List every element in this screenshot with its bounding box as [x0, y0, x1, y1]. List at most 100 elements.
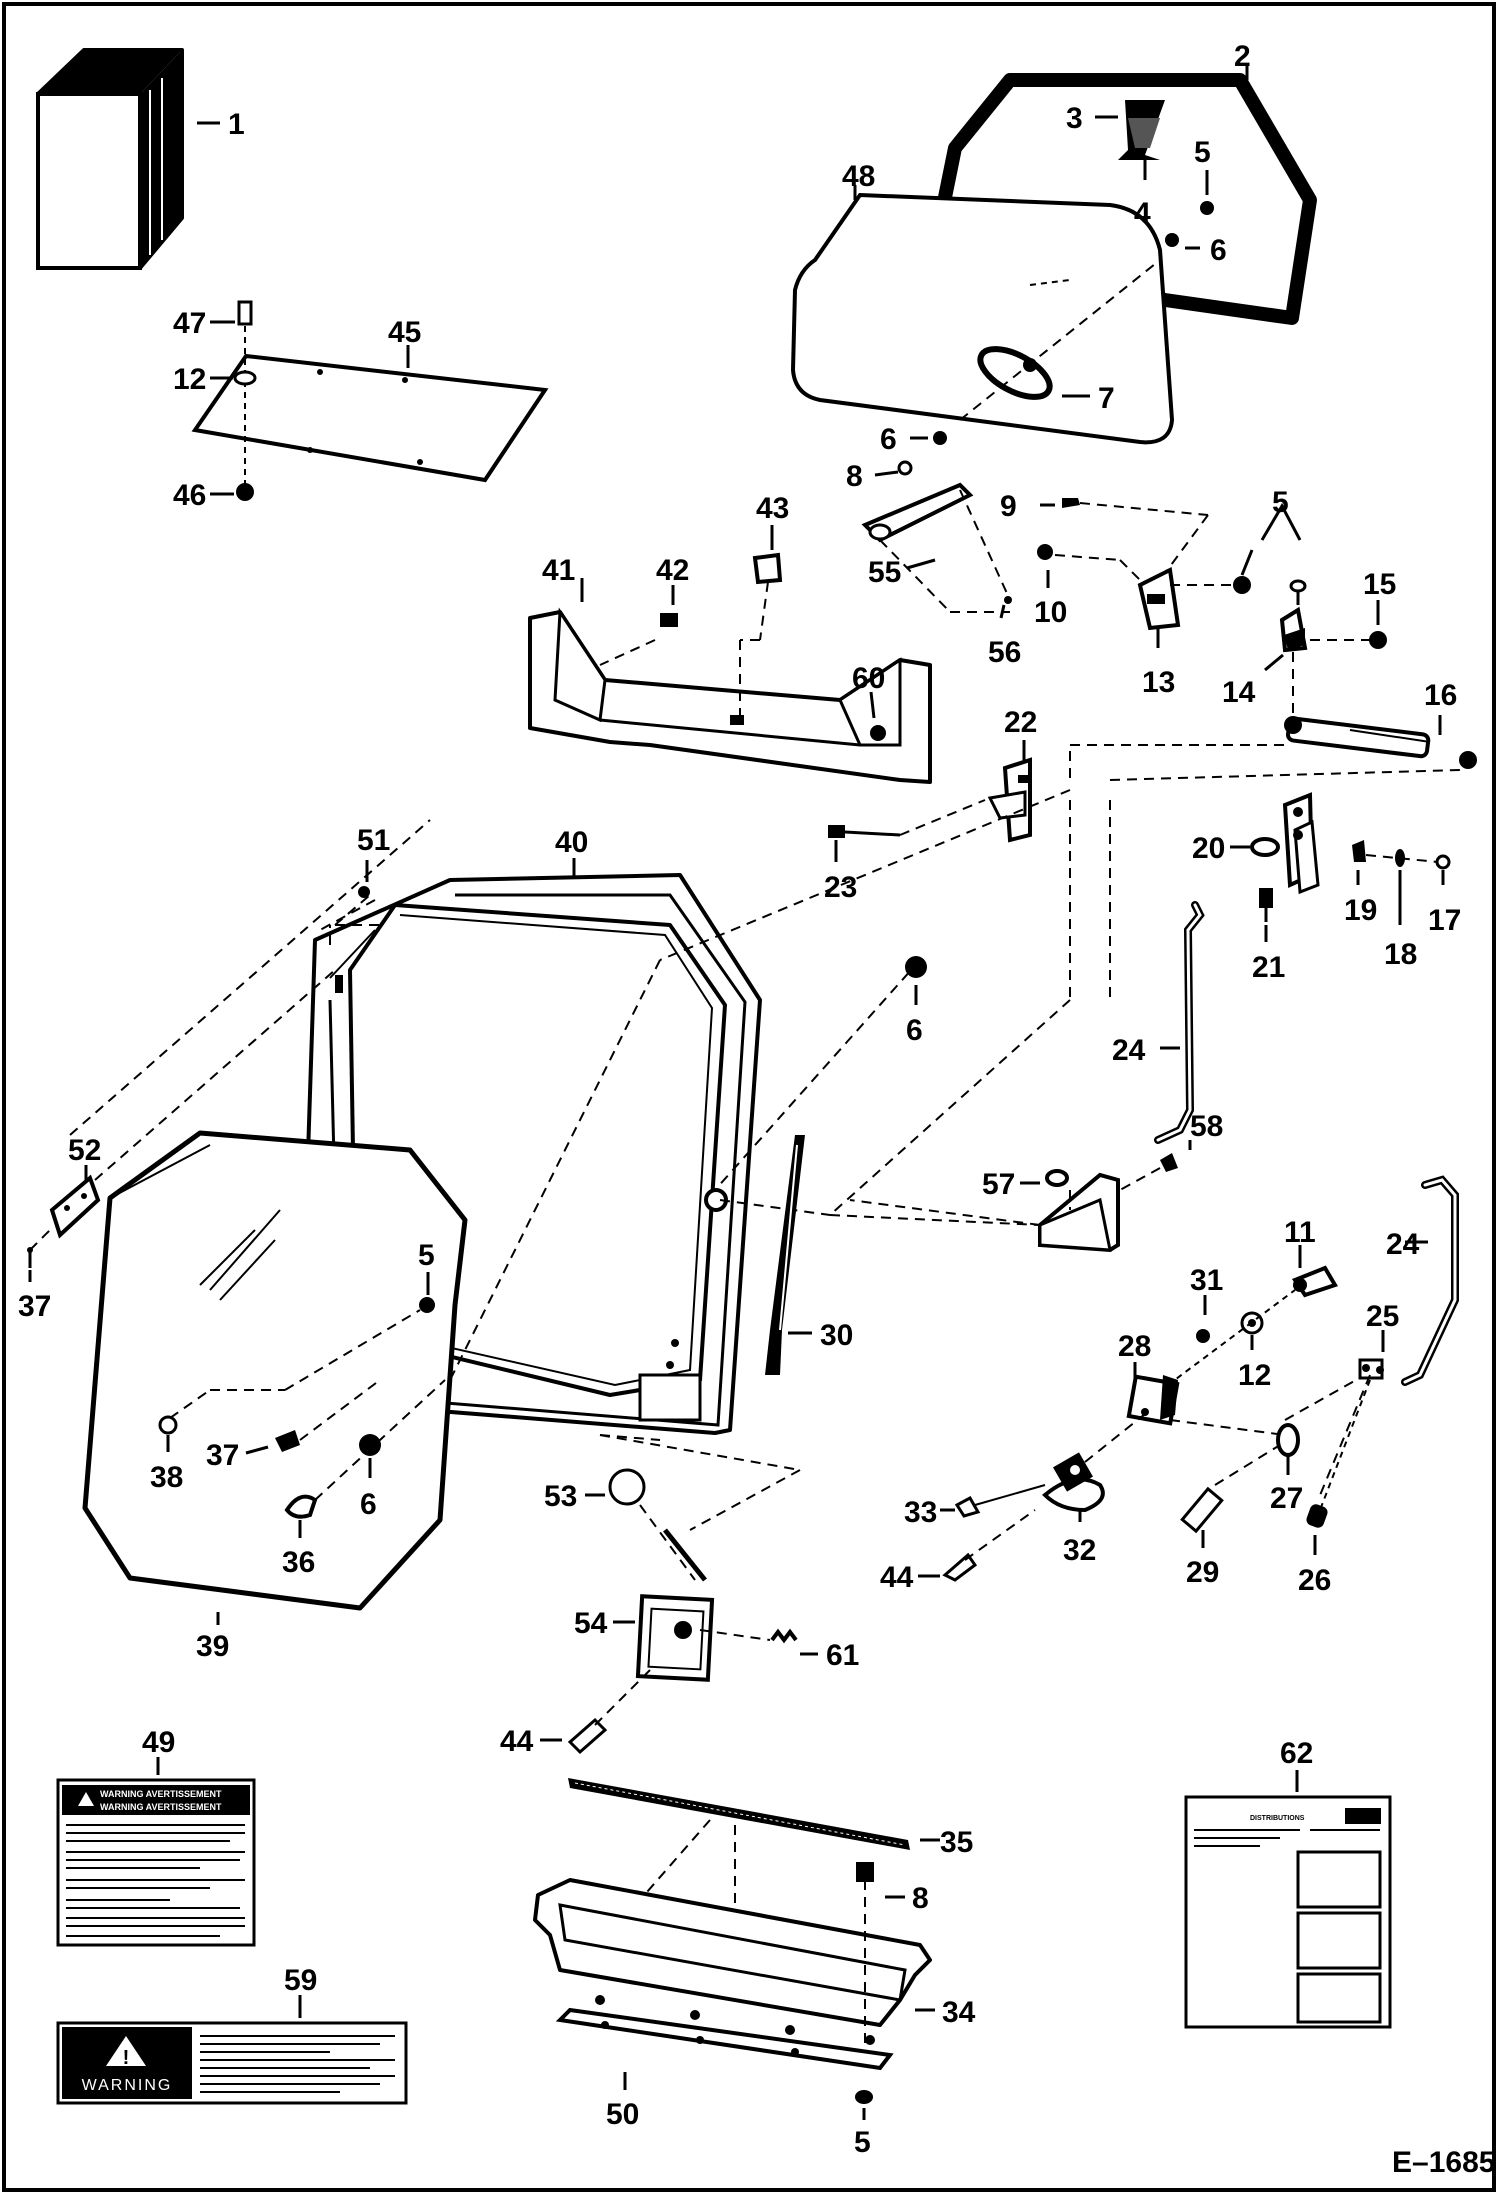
- callout-20: 20: [1192, 832, 1225, 865]
- part-36-knob-drawing: [284, 1494, 318, 1519]
- part-39-door-glass-drawing: [82, 1130, 468, 1611]
- callout-28: 28: [1118, 1330, 1151, 1363]
- callout-58: 58: [1190, 1110, 1223, 1143]
- part-42-bolt-drawing: [660, 613, 678, 627]
- part-24-rod-upper-drawing: [1154, 901, 1205, 1144]
- callout-57: 57: [982, 1168, 1015, 1201]
- callout-61: 61: [826, 1639, 859, 1672]
- callout-5-top: 5: [1194, 136, 1211, 169]
- callout-16: 16: [1424, 679, 1457, 712]
- callout-41: 41: [542, 554, 575, 587]
- callout-25: 25: [1366, 1300, 1399, 1333]
- part-35-strip-drawing: [568, 1778, 910, 1850]
- callout-1: 1: [228, 108, 245, 141]
- callout-5-bottom: 5: [854, 2126, 871, 2159]
- decal-59-warning-word: WARNING: [82, 2077, 173, 2094]
- callout-6-frame: 6: [906, 1014, 923, 1047]
- callout-38: 38: [150, 1461, 183, 1494]
- callout-44-latch: 44: [880, 1561, 914, 1594]
- callout-40: 40: [555, 826, 588, 859]
- part-13-14-hinge-drawing: [1037, 498, 1387, 720]
- part-1-box-drawing: [36, 48, 184, 270]
- callout-2: 2: [1234, 40, 1251, 73]
- callout-30: 30: [820, 1319, 853, 1352]
- part-54-handle-drawing: [567, 1468, 798, 1755]
- callout-5-hinge: 5: [1272, 486, 1289, 519]
- callout-9: 9: [1000, 490, 1017, 523]
- part-41-bar-frame-drawing: [528, 607, 932, 784]
- part-50-bar-drawing: [555, 2007, 894, 2071]
- callout-54: 54: [574, 1607, 608, 1640]
- callout-26: 26: [1298, 1564, 1331, 1597]
- decal-62-title: DISTRIBUTIONS: [1250, 1815, 1305, 1822]
- decal-59-drawing: ! WARNING: [56, 2021, 408, 2105]
- part-38-washer-drawing: [158, 1415, 178, 1435]
- callout-10: 10: [1034, 596, 1067, 629]
- part-55-strap-drawing: [861, 482, 1012, 613]
- part-20-latch-drawing: [1250, 792, 1451, 922]
- callout-43: 43: [756, 492, 789, 525]
- decal-49-header: WARNING AVERTISSEMENT: [100, 1789, 222, 1799]
- callout-24-upper: 24: [1112, 1034, 1146, 1067]
- callout-24-lower: 24: [1386, 1228, 1420, 1261]
- callout-6-top: 6: [1210, 234, 1227, 267]
- callout-4: 4: [1134, 197, 1151, 230]
- callout-37-left: 37: [18, 1290, 51, 1323]
- callout-34: 34: [942, 1996, 976, 2029]
- callout-8-rearglass: 8: [846, 460, 863, 493]
- callout-6-glass: 6: [360, 1488, 377, 1521]
- callout-39: 39: [196, 1630, 229, 1663]
- callout-47: 47: [173, 307, 206, 340]
- callout-23: 23: [824, 871, 857, 904]
- callout-46: 46: [173, 479, 206, 512]
- part-48-rear-glass-drawing: [790, 192, 1214, 476]
- part-43-switch-drawing: [752, 552, 783, 585]
- callout-49: 49: [142, 1726, 175, 1759]
- callout-11: 11: [1284, 1216, 1316, 1249]
- figure-code: E–1685: [1392, 2146, 1495, 2179]
- callout-17: 17: [1428, 904, 1461, 937]
- callout-50: 50: [606, 2098, 639, 2131]
- callout-48: 48: [842, 160, 875, 193]
- callout-32: 32: [1063, 1534, 1096, 1567]
- callout-19: 19: [1344, 894, 1377, 927]
- part-52-hinge-drawing: [27, 969, 336, 1268]
- callout-59: 59: [284, 1964, 317, 1997]
- callout-5-glass: 5: [418, 1239, 435, 1272]
- latch-assembly-drawing: [942, 1265, 1384, 1582]
- decal-49-drawing: WARNING AVERTISSEMENT WARNING AVERTISSEM…: [56, 1778, 256, 1947]
- callout-31: 31: [1190, 1264, 1223, 1297]
- callout-44-handle: 44: [500, 1725, 534, 1758]
- decal-49-header-2: WARNING AVERTISSEMENT: [100, 1802, 222, 1812]
- callout-7: 7: [1098, 382, 1115, 415]
- callout-42: 42: [656, 554, 689, 587]
- callout-13: 13: [1142, 666, 1175, 699]
- callout-18: 18: [1384, 938, 1417, 971]
- callout-60: 60: [852, 662, 885, 695]
- svg-text:!: !: [123, 2047, 130, 2069]
- part-6-nut-drawing: [905, 956, 927, 978]
- part-57-bracket-drawing: [849, 1153, 1178, 1253]
- callout-6-rearglass: 6: [880, 423, 897, 456]
- part-45-plate-drawing: [191, 300, 549, 501]
- callout-33: 33: [904, 1496, 937, 1529]
- callout-27: 27: [1270, 1482, 1303, 1515]
- callout-56: 56: [988, 636, 1021, 669]
- callout-12-latch: 12: [1238, 1359, 1271, 1392]
- callout-52: 52: [68, 1134, 101, 1167]
- callout-21: 21: [1252, 951, 1285, 984]
- callout-62: 62: [1280, 1737, 1313, 1770]
- part-30-seal-strip-drawing: [765, 1135, 805, 1375]
- callout-labels: 1 2 3 4 5 6 7 6 8 48 47 12 45 46 9 5 10: [18, 40, 1495, 2179]
- callout-29: 29: [1186, 1556, 1219, 1589]
- callout-45: 45: [388, 316, 421, 349]
- part-37-bolt-drawing: [275, 1430, 300, 1452]
- callout-53: 53: [544, 1480, 577, 1513]
- callout-14: 14: [1222, 676, 1256, 709]
- callout-51: 51: [357, 824, 390, 857]
- callout-3: 3: [1066, 102, 1083, 135]
- callout-55: 55: [868, 556, 901, 589]
